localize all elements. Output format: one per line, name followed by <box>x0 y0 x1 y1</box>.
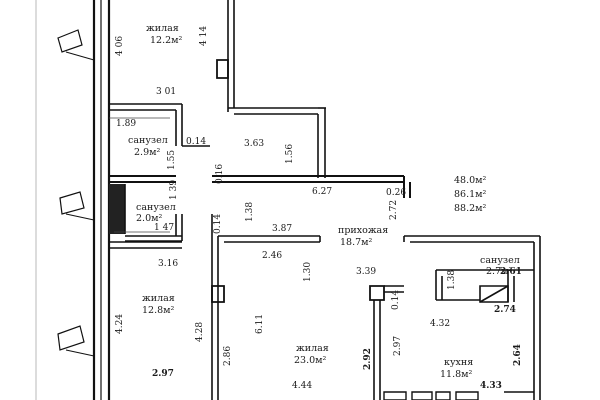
area-totals: 48.0м² 86.1м² 88.2м² <box>454 174 486 216</box>
room-kitchen-area: 11.8м² <box>440 369 473 380</box>
bottom-openings <box>384 392 534 400</box>
column-kitchen <box>370 286 384 300</box>
room-living-left-area: 12.8м² <box>142 305 175 316</box>
room-bath-3-area: 2.7м² <box>486 266 513 277</box>
dim-1-38-a: 1.38 <box>245 201 255 222</box>
room-kitchen-name: кухня <box>444 357 474 368</box>
dim-2-86: 2.86 <box>223 345 233 366</box>
dim-3-87: 3.87 <box>272 224 293 234</box>
dim-1-89: 1.89 <box>116 119 137 129</box>
dim-0-14-c: 0.14 <box>391 289 401 310</box>
dim-6-27: 6.27 <box>312 187 333 197</box>
dim-1-55: 1.55 <box>167 149 177 170</box>
room-bath-2-area: 2.0м² <box>136 213 163 224</box>
dim-4-28: 4.28 <box>195 321 205 342</box>
dim-1-39: 1 39 <box>169 179 179 200</box>
wall-bath-2 <box>109 184 182 241</box>
dim-4-06: 4 06 <box>115 35 125 56</box>
wall-kitchen <box>370 286 404 400</box>
area-total-living: 48.0м² <box>454 175 487 186</box>
dim-2-92: 2.92 <box>363 348 373 370</box>
column-mid <box>212 286 224 302</box>
room-living-center-name: жилая <box>296 343 329 354</box>
room-bath-1-name: санузел <box>128 135 168 146</box>
dim-2-61: 2.61 <box>500 267 522 277</box>
dim-3-01: 3 01 <box>156 87 177 97</box>
dim-1-47: 1 47 <box>154 223 175 233</box>
bath-2-hatch <box>109 184 125 234</box>
dim-6-11: 6.11 <box>255 313 265 334</box>
room-bath-2-name: санузел <box>136 202 176 213</box>
room-hall-name: прихожая <box>338 225 389 236</box>
wall-bath-3 <box>436 270 534 302</box>
room-living-left-name: жилая <box>142 293 175 304</box>
dim-1-56: 1.56 <box>285 143 295 164</box>
wall-living-center <box>212 214 320 400</box>
dim-0-16: 0.16 <box>215 163 225 184</box>
dim-2-46: 2.46 <box>262 251 283 261</box>
wall-living-top <box>217 0 326 178</box>
wall-hall-top <box>109 176 410 198</box>
dim-4-33: 4.33 <box>480 381 502 391</box>
room-living-center-area: 23.0м² <box>294 355 327 366</box>
room-hall-area: 18.7м² <box>340 237 373 248</box>
wall-right <box>404 236 540 400</box>
dim-0-14-a: 0.14 <box>186 137 207 147</box>
area-total-general: 86.1м² <box>454 189 487 200</box>
dim-4-32: 4.32 <box>430 319 451 329</box>
dim-1-38-b: 1.38 <box>447 269 457 290</box>
dim-0-14-b: 0.14 <box>213 213 223 234</box>
dim-2-72: 2.72 <box>389 199 399 220</box>
wall-bath-1 <box>109 104 210 146</box>
room-living-top-area: 12.2м² <box>150 35 183 46</box>
dim-4-14: 4 14 <box>199 25 209 46</box>
dim-1-30: 1.30 <box>303 261 313 282</box>
dim-2-64: 2.64 <box>513 344 523 366</box>
dim-3-63: 3.63 <box>244 139 265 149</box>
dim-3-16: 3.16 <box>158 259 179 269</box>
column-top <box>217 60 228 78</box>
room-living-top-name: жилая <box>146 23 179 34</box>
dim-2-97-a: 2.97 <box>152 369 174 379</box>
room-bath-1-area: 2.9м² <box>134 147 161 158</box>
dim-2-97-b: 2.97 <box>393 335 403 356</box>
room-bath-3-name: санузел <box>480 255 520 266</box>
wall-living-left <box>109 242 182 248</box>
dim-3-39: 3.39 <box>356 267 377 277</box>
dimension-ticks <box>109 118 170 232</box>
dim-4-44: 4.44 <box>292 381 313 391</box>
dim-2-74: 2.74 <box>494 305 516 315</box>
dim-0-26: 0.26 <box>386 188 407 198</box>
area-total-full: 88.2м² <box>454 203 487 214</box>
dim-4-24: 4.24 <box>115 313 125 334</box>
